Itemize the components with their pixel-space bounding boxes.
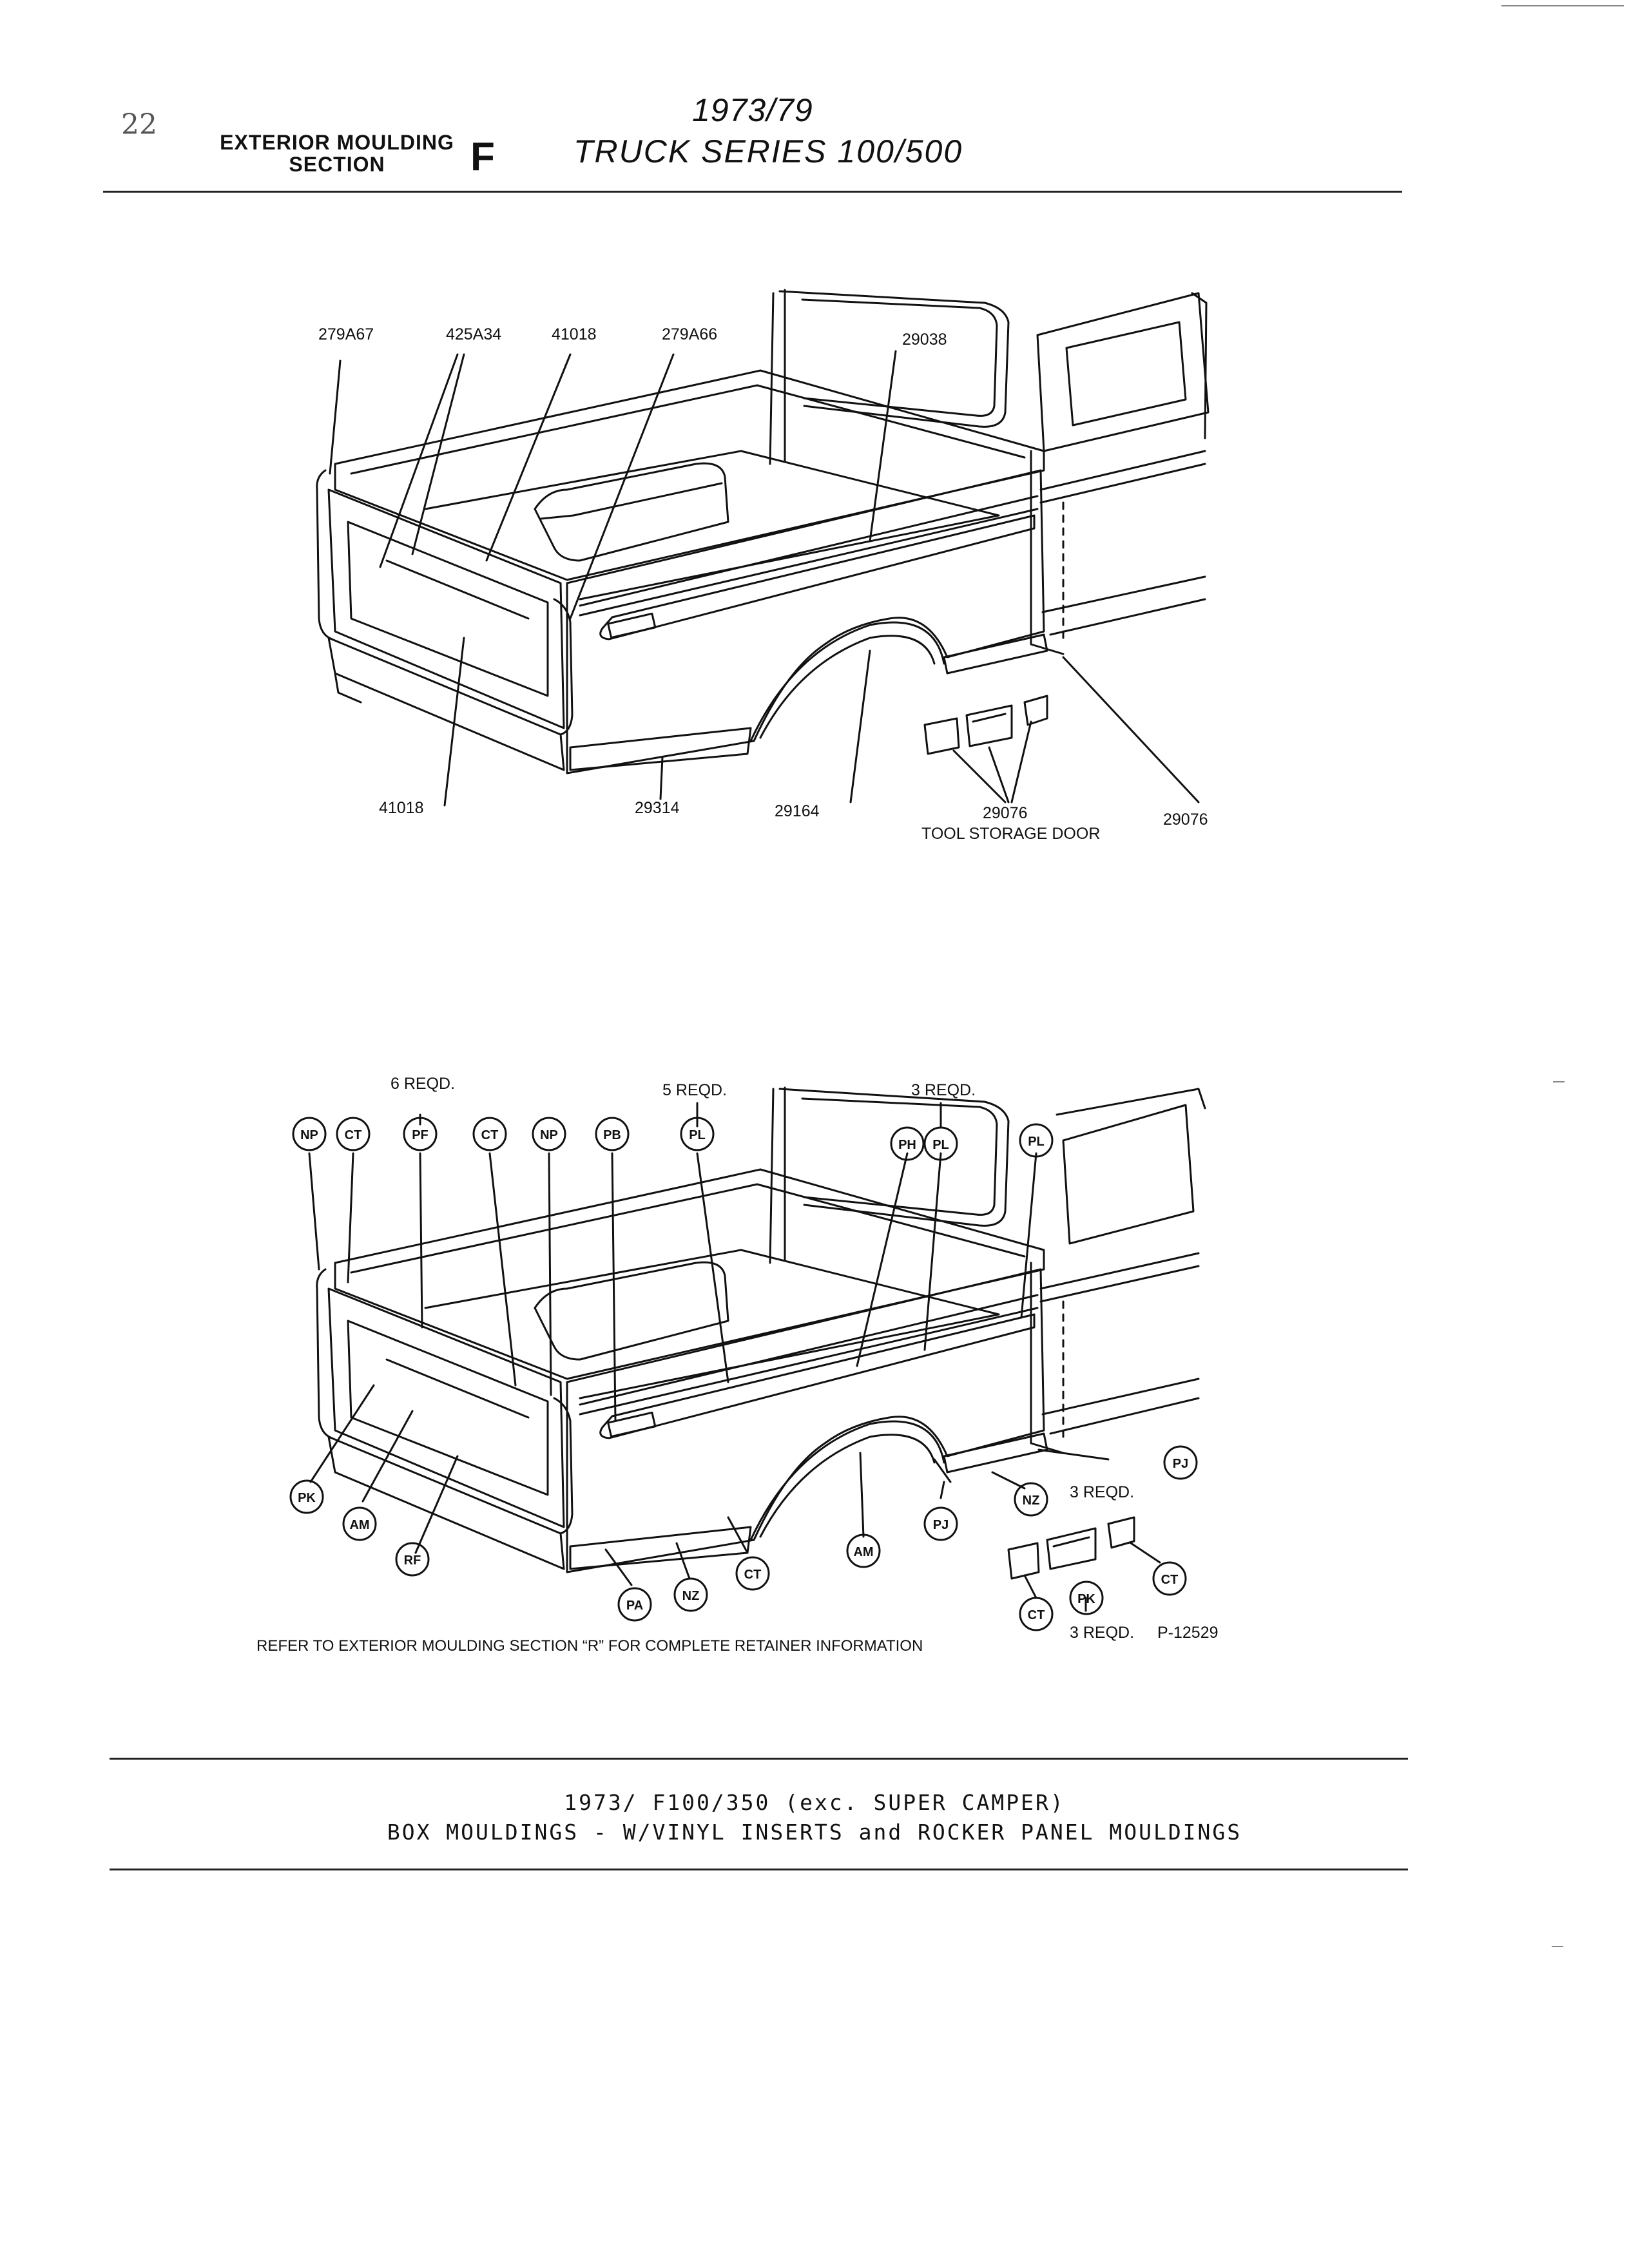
header-rule — [103, 191, 1402, 193]
circle-ct-4: CT — [1161, 1573, 1179, 1587]
model-years: 1973/79 — [692, 92, 813, 128]
margin-mark-1 — [1553, 1081, 1565, 1082]
retainer-note: REFER TO EXTERIOR MOULDING SECTION “R” F… — [256, 1637, 923, 1655]
diagram2-labels: 6 REQD. 5 REQD. 3 REQD. 3 REQD. 3 REQD. … — [256, 1075, 1219, 1655]
circle-ct-2: CT — [481, 1128, 499, 1142]
callout-29076-door: 29076 — [983, 804, 1028, 822]
section-title: EXTERIOR MOULDING SECTION — [205, 131, 469, 175]
section-letter: F — [470, 135, 495, 179]
caption-line1: 1973/ F100/350 (exc. SUPER CAMPER) — [564, 1790, 1065, 1815]
circle-ph: PH — [898, 1138, 916, 1152]
truck-drawing-bottom — [289, 1086, 1206, 1631]
callout-279a67: 279A67 — [318, 325, 374, 343]
circle-pa: PA — [626, 1599, 643, 1613]
caption-line2: BOX MOULDINGS - W/VINYL INSERTS and ROCK… — [387, 1820, 1242, 1845]
circle-pf: PF — [412, 1128, 429, 1142]
callout-29164: 29164 — [775, 802, 820, 820]
callout-41018-bottom: 41018 — [379, 799, 424, 817]
circle-pl-1: PL — [689, 1128, 706, 1142]
reqd-3-bottom: 3 REQD. — [1070, 1624, 1134, 1642]
callout-29314: 29314 — [635, 799, 680, 817]
section-title-line2: SECTION — [289, 153, 385, 176]
circle-pl-2: PL — [932, 1138, 949, 1152]
circle-np-1: NP — [300, 1128, 318, 1142]
circle-nz-2: NZ — [1023, 1494, 1040, 1508]
circle-pj-2: PJ — [933, 1518, 949, 1532]
circle-np-2: NP — [540, 1128, 558, 1142]
circle-pl-3: PL — [1028, 1135, 1045, 1149]
circle-pj-1: PJ — [1173, 1457, 1188, 1471]
reqd-6: 6 REQD. — [390, 1075, 455, 1093]
circle-am-2: AM — [853, 1545, 873, 1559]
callout-279a66: 279A66 — [662, 325, 717, 343]
circle-ct-1: CT — [345, 1128, 362, 1142]
callout-29038: 29038 — [902, 331, 947, 349]
callout-425a34: 425A34 — [446, 325, 501, 343]
circle-ct-5: CT — [1028, 1608, 1045, 1622]
circle-pk-1: PK — [298, 1491, 316, 1505]
reqd-5: 5 REQD. — [662, 1081, 727, 1099]
margin-mark-2 — [1552, 1946, 1563, 1947]
page-number: 22 — [121, 108, 157, 141]
footer-rule-top — [110, 1758, 1408, 1760]
figure-number: P-12529 — [1157, 1624, 1219, 1642]
section-title-line1: EXTERIOR MOULDING — [220, 131, 454, 154]
tool-storage-door-label: TOOL STORAGE DOOR — [921, 825, 1100, 843]
diagram1-labels: 279A67 425A34 41018 279A66 29038 41018 2… — [318, 325, 1208, 843]
truck-series: TRUCK SERIES 100/500 — [574, 133, 963, 169]
circle-rf: RF — [404, 1553, 421, 1568]
circle-am-1: AM — [349, 1518, 369, 1532]
diagram2-circle-codes: NP CT PF CT NP PB PL PH PL PL PK AM RF P… — [298, 1128, 1188, 1622]
circle-pb: PB — [603, 1128, 621, 1142]
reqd-3-top: 3 REQD. — [911, 1081, 976, 1099]
truck-drawing-top — [316, 289, 1210, 807]
circle-pk-2: PK — [1077, 1592, 1095, 1606]
footer-rule-bottom — [110, 1869, 1408, 1870]
circle-ct-3: CT — [744, 1568, 762, 1582]
callout-41018-top: 41018 — [552, 325, 597, 343]
reqd-3-mid: 3 REQD. — [1070, 1483, 1134, 1501]
callout-29076-rocker: 29076 — [1163, 811, 1208, 829]
corner-mark — [1501, 5, 1624, 6]
circle-nz-1: NZ — [682, 1589, 700, 1603]
